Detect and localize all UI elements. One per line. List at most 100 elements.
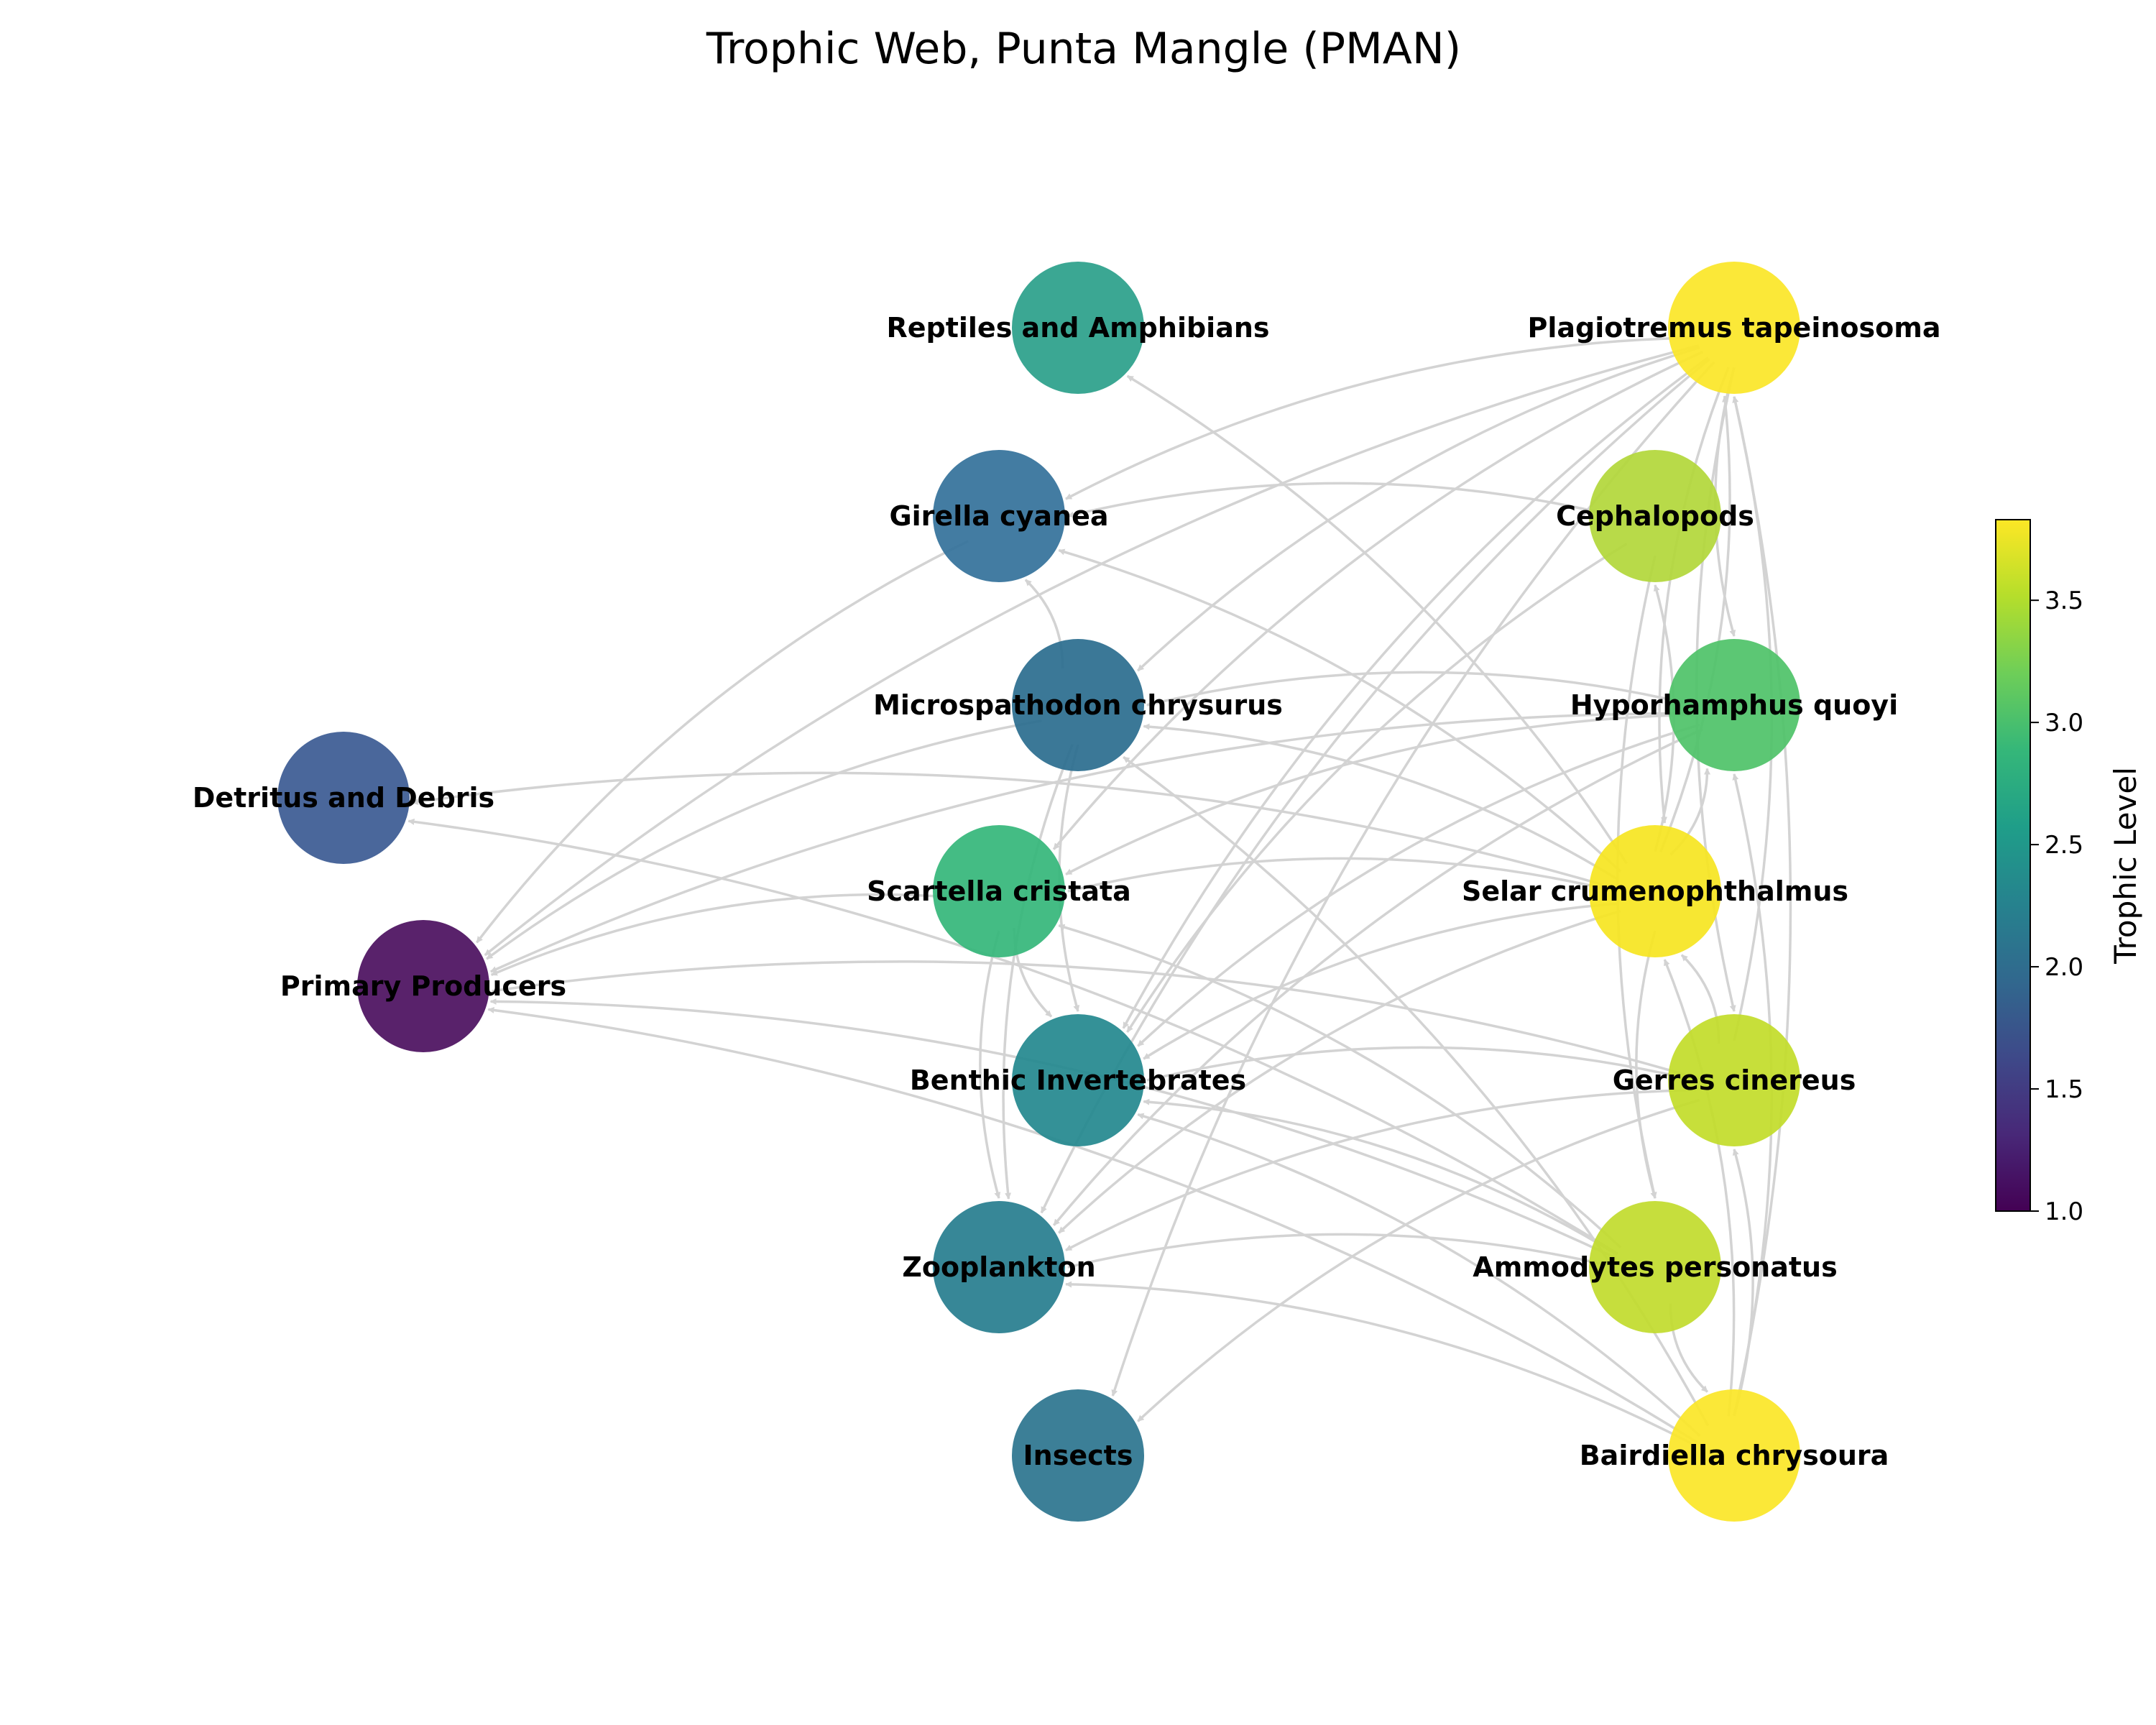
edge-cephalopods-to-girella (1067, 482, 1616, 518)
edge-plagiotremus-to-girella (1065, 336, 1696, 500)
colorbar-gradient (1995, 519, 2031, 1212)
node-label-cephalopods: Cephalopods (1556, 500, 1754, 532)
diagram-title: Trophic Web, Punta Mangle (PMAN) (706, 24, 1461, 74)
edge-hyporhamphus-to-benthic (1137, 723, 1700, 1047)
edge-bairdiella-to-plagiotremus (1732, 396, 1792, 1417)
edge-selar-to-plagiotremus (1659, 395, 1731, 852)
edge-bairdiella-to-zooplankton (1065, 1281, 1697, 1447)
nodes-layer: Reptiles and Amphibians Plagiotremus tape… (193, 262, 1941, 1522)
node-scartella: Scartella cristata (867, 825, 1131, 957)
edge-scartella-to-zooplankton (979, 930, 1001, 1199)
node-circle-detritus (277, 732, 410, 864)
edge-bairdiella-to-selar (1663, 959, 1736, 1417)
node-selar: Selar crumenophthalmus (1462, 825, 1848, 957)
node-circle-reptiles (1012, 262, 1144, 394)
edge-hyporhamphus-to-microspathodon (1146, 671, 1695, 707)
edge-plagiotremus-to-benthic (1122, 356, 1709, 1029)
node-label-benthic: Benthic Invertebrates (910, 1064, 1246, 1096)
node-circle-insects (1012, 1389, 1144, 1522)
edge-selar-to-detritus (411, 771, 1616, 890)
node-bairdiella: Bairdiella chrysoura (1580, 1389, 1889, 1522)
node-detritus: Detritus and Debris (193, 732, 494, 864)
edge-selar-to-reptiles (1126, 374, 1628, 865)
node-primary: Primary Producers (280, 920, 566, 1052)
colorbar-tick-label: 3.0 (2045, 709, 2083, 737)
edge-microspathodon-to-primary (486, 719, 1042, 960)
node-circle-plagiotremus (1668, 262, 1800, 394)
node-cephalopods: Cephalopods (1556, 450, 1754, 582)
edge-cephalopods-to-benthic (1126, 543, 1628, 1033)
edge-plagiotremus-to-microspathodon (1137, 346, 1700, 672)
edge-selar-to-benthic (1143, 902, 1618, 1060)
node-circle-hyporhamphus (1668, 639, 1800, 771)
edge-hyporhamphus-to-zooplankton (1052, 727, 1703, 1226)
node-girella: Girella cyanea (889, 450, 1109, 582)
node-zooplankton: Zooplankton (902, 1201, 1096, 1333)
edge-scartella-to-primary (490, 893, 960, 977)
node-gerres: Gerres cinereus (1613, 1014, 1856, 1146)
edge-ammodytes-to-benthic (1143, 1098, 1618, 1256)
node-label-reptiles: Reptiles and Amphibians (886, 312, 1269, 344)
colorbar-label: Trophic Level (2108, 767, 2143, 965)
edge-ammodytes-to-zooplankton (1067, 1233, 1616, 1269)
edge-bairdiella-to-benthic (1137, 1113, 1701, 1437)
edge-microspathodon-to-zooplankton (1002, 744, 1074, 1200)
edge-ammodytes-to-scartella (1058, 924, 1622, 1248)
edge-gerres-to-benthic (1146, 1046, 1695, 1082)
node-label-plagiotremus: Plagiotremus tapeinosoma (1528, 312, 1941, 344)
colorbar-tick-label: 1.5 (2045, 1075, 2083, 1104)
edge-selar-to-zooplankton (1058, 909, 1621, 1234)
node-circle-scartella (933, 825, 1065, 957)
node-label-scartella: Scartella cristata (867, 875, 1131, 907)
node-ammodytes: Ammodytes personatus (1473, 1201, 1838, 1333)
colorbar-tick-label: 2.5 (2045, 831, 2083, 860)
edge-selar-to-ammodytes (1635, 930, 1657, 1199)
node-circle-ammodytes (1589, 1201, 1721, 1333)
node-insects: Insects (1012, 1389, 1144, 1522)
node-label-girella: Girella cyanea (889, 500, 1108, 532)
node-label-gerres: Gerres cinereus (1613, 1064, 1856, 1096)
node-circle-cephalopods (1589, 450, 1721, 582)
node-label-bairdiella: Bairdiella chrysoura (1580, 1440, 1889, 1471)
colorbar-tick-label: 2.0 (2045, 953, 2083, 982)
edge-plagiotremus-to-scartella (1052, 351, 1703, 850)
node-label-ammodytes: Ammodytes personatus (1473, 1251, 1837, 1283)
edge-selar-to-girella (1058, 548, 1622, 873)
edge-gerres-to-zooplankton (1065, 1088, 1696, 1251)
node-plagiotremus: Plagiotremus tapeinosoma (1528, 262, 1941, 394)
colorbar: 1.0 1.5 2.0 2.5 3.0 3.5 Trophic Level (1995, 519, 2143, 1226)
node-circle-benthic (1012, 1014, 1144, 1146)
colorbar-tick-label: 3.5 (2045, 586, 2083, 615)
edge-girella-to-primary (476, 540, 969, 944)
edge-hyporhamphus-to-scartella (1065, 713, 1696, 875)
node-label-selar: Selar crumenophthalmus (1462, 875, 1848, 907)
edge-plagiotremus-to-selar (1658, 367, 1730, 824)
node-reptiles: Reptiles and Amphibians (886, 262, 1270, 394)
node-label-zooplankton: Zooplankton (902, 1251, 1095, 1283)
node-circle-microspathodon (1012, 639, 1144, 771)
node-hyporhamphus: Hyporhamphus quoyi (1570, 639, 1898, 771)
edge-gerres-to-insects (1137, 1098, 1700, 1422)
node-circle-girella (933, 450, 1065, 582)
edge-selar-to-scartella (1067, 857, 1616, 893)
node-label-insects: Insects (1023, 1440, 1133, 1471)
node-circle-selar (1589, 825, 1721, 957)
colorbar-tick-label: 1.0 (2045, 1197, 2083, 1226)
colorbar-ticks: 1.0 1.5 2.0 2.5 3.0 3.5 (2030, 586, 2083, 1226)
edge-ammodytes-to-detritus (407, 818, 1618, 1255)
node-microspathodon: Microspathodon chrysurus (873, 639, 1283, 771)
node-label-detritus: Detritus and Debris (193, 782, 494, 814)
edge-gerres-to-primary (491, 960, 1695, 1079)
edge-hyporhamphus-to-primary (490, 712, 1696, 973)
node-circle-bairdiella (1668, 1389, 1800, 1522)
node-label-hyporhamphus: Hyporhamphus quoyi (1570, 689, 1898, 721)
node-circle-zooplankton (933, 1201, 1065, 1333)
node-label-microspathodon: Microspathodon chrysurus (873, 689, 1283, 721)
node-benthic: Benthic Invertebrates (910, 1014, 1246, 1146)
edge-bairdiella-to-primary (487, 1006, 1697, 1443)
node-circle-gerres (1668, 1014, 1800, 1146)
node-label-primary: Primary Producers (280, 970, 566, 1002)
node-circle-primary (357, 920, 489, 1052)
edge-selar-to-microspathodon (1143, 723, 1618, 880)
